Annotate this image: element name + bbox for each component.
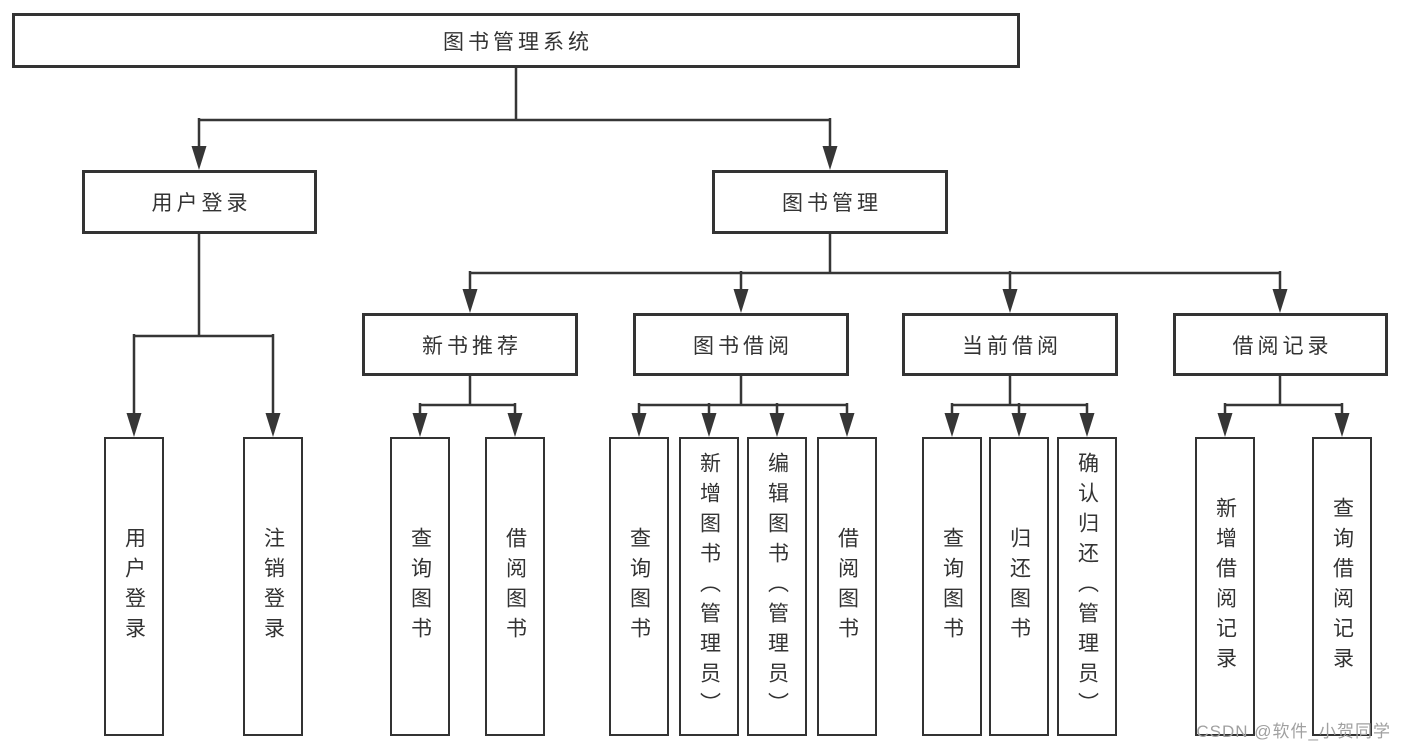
- arrow-down-icon: [944, 413, 960, 437]
- node-label: 查询图书: [408, 526, 432, 647]
- arrow-down-icon: [631, 413, 647, 437]
- leaf-add-book-admin: 新增图书（管理员）: [679, 437, 739, 736]
- node-label: 借阅记录: [1232, 334, 1333, 358]
- leaf-query-borrow-record: 查询借阅记录: [1312, 437, 1372, 736]
- arrow-down-icon: [126, 413, 142, 437]
- arrow-down-icon: [769, 413, 785, 437]
- connector-book-management-to-level3: [468, 234, 1282, 295]
- arrow-down-icon: [507, 413, 523, 437]
- node-label: 新书推荐: [422, 334, 522, 358]
- node-label: 查询图书: [627, 526, 651, 647]
- leaf-logout: 注销登录: [243, 437, 303, 736]
- node-label: 确认归还（管理员）: [1075, 451, 1099, 722]
- node-new-book-recommend: 新书推荐: [362, 313, 578, 376]
- node-label: 注销登录: [261, 526, 285, 647]
- leaf-return-book: 归还图书: [989, 437, 1049, 736]
- leaf-confirm-return-admin: 确认归还（管理员）: [1057, 437, 1117, 736]
- connector-borrow-records-to-leaves: [1223, 376, 1344, 419]
- arrow-down-icon: [733, 289, 749, 313]
- arrow-down-icon: [191, 146, 207, 170]
- arrow-down-icon: [1334, 413, 1350, 437]
- arrow-down-icon: [822, 146, 838, 170]
- node-book-management: 图书管理: [712, 170, 948, 234]
- arrow-down-icon: [1079, 413, 1095, 437]
- node-user-login: 用户登录: [82, 170, 317, 234]
- arrow-down-icon: [1272, 289, 1288, 313]
- node-label: 图书管理: [782, 192, 882, 215]
- node-label: 新增借阅记录: [1213, 496, 1237, 677]
- node-label: 编辑图书（管理员）: [765, 451, 789, 722]
- node-current-borrow: 当前借阅: [902, 313, 1118, 376]
- leaf-borrow-books-recommend: 借阅图书: [485, 437, 545, 736]
- connector-current-borrow-to-leaves: [950, 376, 1089, 419]
- node-label: 借阅图书: [503, 526, 527, 647]
- connector-user-login-to-leaves: [132, 234, 275, 419]
- leaf-add-borrow-record: 新增借阅记录: [1195, 437, 1255, 736]
- arrow-down-icon: [412, 413, 428, 437]
- leaf-borrow-books: 借阅图书: [817, 437, 877, 736]
- watermark: CSDN @软件_小贺同学: [1196, 722, 1391, 741]
- arrow-down-icon: [265, 413, 281, 437]
- arrow-down-icon: [839, 413, 855, 437]
- arrow-down-icon: [1002, 289, 1018, 313]
- leaf-user-login: 用户登录: [104, 437, 164, 736]
- node-label: 查询借阅记录: [1330, 496, 1354, 677]
- node-label: 图书借阅: [693, 334, 793, 358]
- arrow-down-icon: [701, 413, 717, 437]
- node-label: 查询图书: [940, 526, 964, 647]
- node-label: 归还图书: [1007, 526, 1031, 647]
- arrow-down-icon: [462, 289, 478, 313]
- connector-root-to-level2: [197, 68, 832, 152]
- arrow-down-icon: [1217, 413, 1233, 437]
- node-book-borrow: 图书借阅: [633, 313, 849, 376]
- connector-new-book-recommend-to-leaves: [418, 376, 517, 419]
- node-label: 图书管理系统: [443, 30, 593, 54]
- node-label: 借阅图书: [835, 526, 859, 647]
- connector-book-borrow-to-leaves: [637, 376, 849, 419]
- node-borrow-records: 借阅记录: [1173, 313, 1388, 376]
- node-label: 新增图书（管理员）: [697, 451, 721, 722]
- node-label: 用户登录: [151, 192, 252, 215]
- node-library-management-system: 图书管理系统: [12, 13, 1020, 68]
- node-label: 当前借阅: [962, 334, 1062, 358]
- leaf-edit-book-admin: 编辑图书（管理员）: [747, 437, 807, 736]
- arrowheads: [126, 146, 1350, 437]
- leaf-query-books-current: 查询图书: [922, 437, 982, 736]
- node-label: 用户登录: [122, 526, 146, 647]
- leaf-query-books-borrow: 查询图书: [609, 437, 669, 736]
- leaf-query-books-recommend: 查询图书: [390, 437, 450, 736]
- arrow-down-icon: [1011, 413, 1027, 437]
